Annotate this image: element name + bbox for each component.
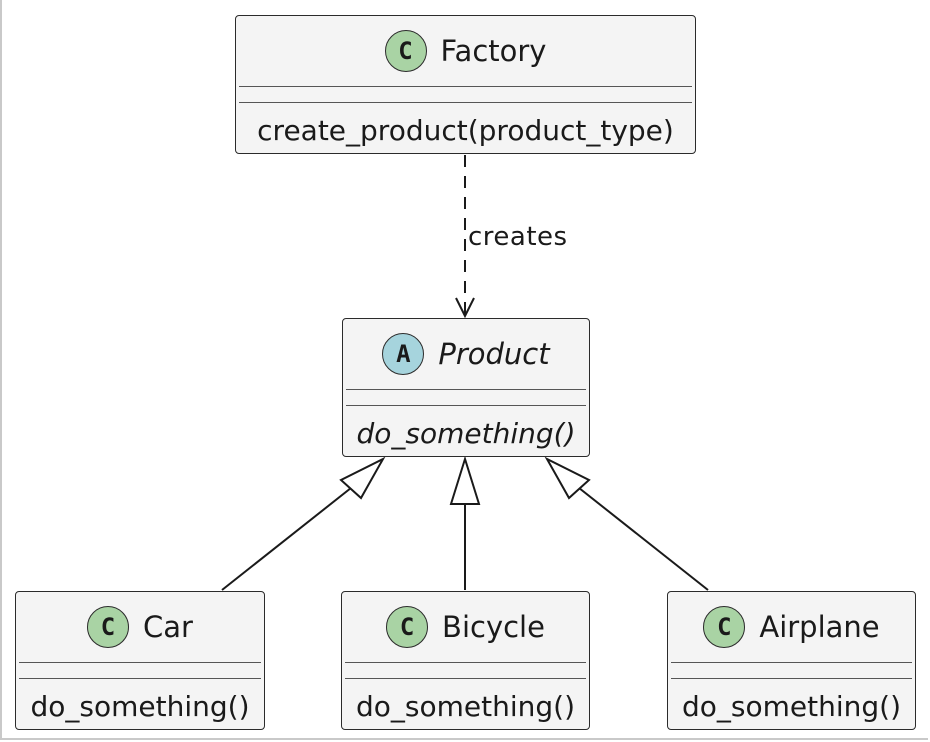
class-stereotype-icon: C [386, 606, 429, 648]
bicycle-method: do_something() [356, 690, 575, 723]
car-header: C Car [16, 592, 264, 662]
inheritance-arrowhead-bicycle [449, 455, 481, 505]
dependency-arrowhead [455, 297, 475, 319]
inheritance-line-car [221, 483, 357, 591]
methods-separator [671, 678, 912, 679]
methods-separator [19, 678, 261, 679]
class-stereotype-icon: C [384, 30, 427, 72]
attributes-separator [346, 389, 586, 390]
bicycle-class-name: Bicycle [442, 610, 545, 644]
creates-label: creates [468, 222, 568, 252]
inheritance-arrowhead-car [339, 456, 386, 500]
class-stereotype-icon: C [87, 606, 130, 648]
attributes-separator [345, 662, 586, 663]
product-header: A Product [343, 319, 589, 389]
car-class-name: Car [143, 610, 193, 644]
factory-class[interactable]: C Factory create_product(product_type) [235, 15, 696, 154]
bicycle-class[interactable]: C Bicycle do_something() [341, 591, 590, 730]
factory-method: create_product(product_type) [257, 114, 674, 147]
methods-separator [239, 102, 692, 103]
class-stereotype-icon: C [703, 606, 746, 648]
product-class-name: Product [438, 337, 550, 371]
methods-separator [345, 678, 586, 679]
factory-class-name: Factory [440, 34, 547, 68]
airplane-header: C Airplane [668, 592, 915, 662]
attributes-separator [239, 86, 692, 87]
inheritance-line-airplane [573, 483, 709, 591]
methods-separator [346, 405, 586, 406]
attributes-separator [671, 662, 912, 663]
airplane-method: do_something() [682, 690, 901, 723]
factory-header: C Factory [236, 16, 695, 86]
airplane-class-name: Airplane [759, 610, 880, 644]
product-abstract-class[interactable]: A Product do_something() [342, 318, 590, 457]
car-method: do_something() [30, 690, 250, 723]
inheritance-arrowhead-airplane [544, 456, 591, 500]
car-class[interactable]: C Car do_something() [15, 591, 265, 730]
product-method: do_something() [356, 417, 576, 450]
abstract-stereotype-icon: A [382, 333, 425, 375]
airplane-class[interactable]: C Airplane do_something() [667, 591, 916, 730]
bicycle-header: C Bicycle [342, 592, 589, 662]
attributes-separator [19, 662, 261, 663]
